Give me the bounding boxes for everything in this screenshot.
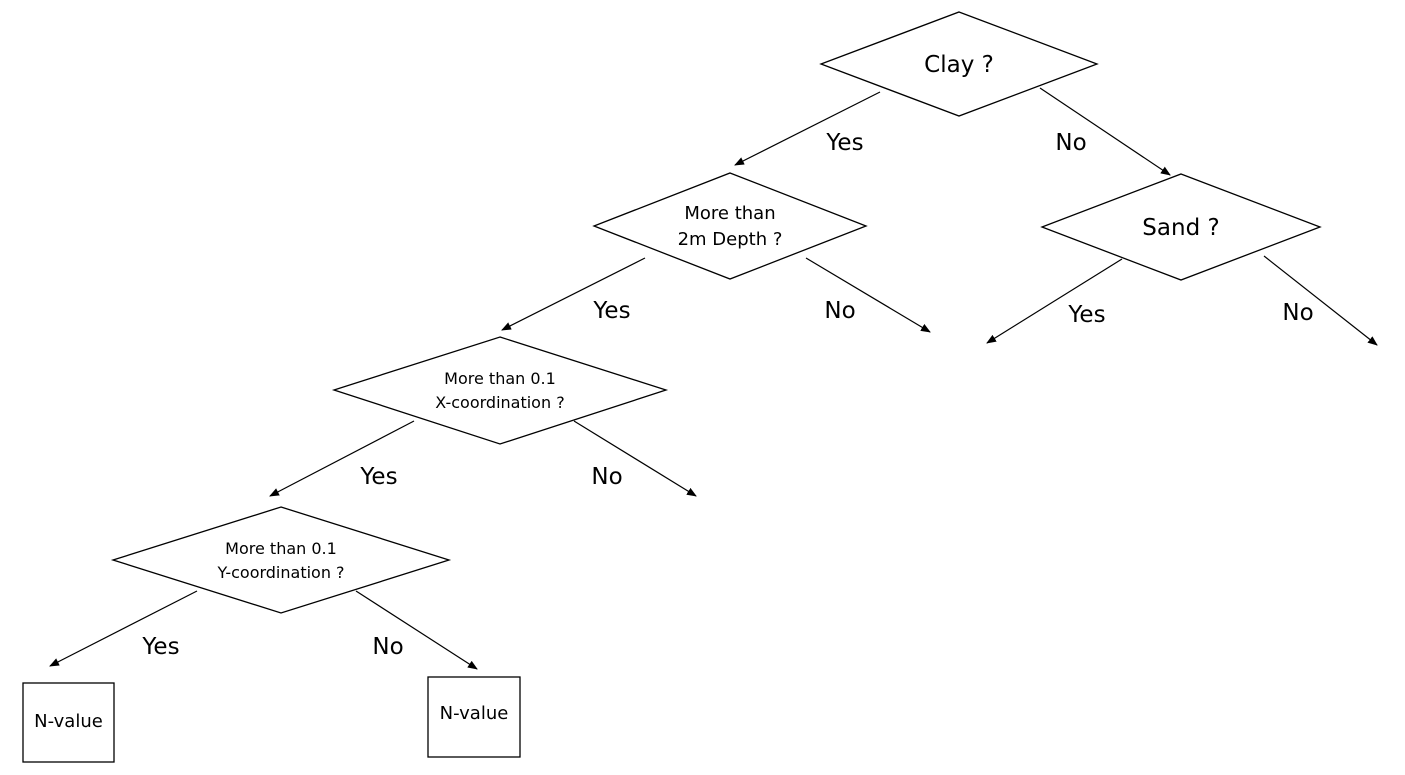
edge-depth-yes-label: Yes (592, 298, 630, 324)
nvalue-left-terminal-node: N-value (22, 682, 115, 763)
depth-decision-label-line1: More than (684, 203, 775, 224)
edge-ycoord-no-label: No (372, 634, 403, 660)
ycoord-decision-label-line1: More than 0.1 (225, 539, 337, 558)
sand-decision-node: Sand ? (1040, 173, 1322, 281)
ycoord-decision-label-line2: Y-coordination ? (216, 563, 344, 582)
depth-decision-label-line2: 2m Depth ? (678, 229, 783, 250)
clay-decision-node: Clay ? (819, 11, 1099, 117)
depth-decision-node: More than 2m Depth ? (592, 172, 868, 280)
edge-clay-no-label: No (1055, 130, 1086, 156)
edge-sand-yes-label: Yes (1067, 302, 1105, 328)
edge-xcoord-no-label: No (591, 464, 622, 490)
edge-clay-yes-arrow (734, 91, 881, 166)
clay-decision-label: Clay ? (924, 52, 994, 78)
nvalue-right-label: N-value (440, 703, 509, 724)
nvalue-left-label: N-value (34, 711, 103, 732)
sand-decision-label: Sand ? (1142, 215, 1219, 241)
edge-clay-no-arrow (1039, 87, 1171, 176)
edge-xcoord-no-arrow (573, 420, 697, 497)
edge-ycoord-yes-arrow (49, 590, 198, 667)
ycoord-decision-node: More than 0.1 Y-coordination ? (110, 506, 452, 614)
edge-depth-yes-arrow (501, 257, 646, 331)
xcoord-decision-label-line2: X-coordination ? (435, 393, 564, 412)
edge-depth-no-label: No (824, 298, 855, 324)
edge-xcoord-yes-arrow (269, 420, 415, 497)
xcoord-decision-node: More than 0.1 X-coordination ? (331, 336, 669, 445)
nvalue-right-terminal-node: N-value (427, 676, 521, 758)
xcoord-decision-label-line1: More than 0.1 (444, 369, 556, 388)
edge-depth-no-arrow (805, 257, 931, 333)
edge-sand-no-label: No (1282, 300, 1313, 326)
edge-clay-yes-label: Yes (825, 130, 863, 156)
edge-sand-no-arrow (1263, 255, 1378, 346)
edge-xcoord-yes-label: Yes (359, 464, 397, 490)
edge-sand-yes-arrow (986, 258, 1123, 344)
edge-ycoord-no-arrow (355, 590, 478, 670)
edge-ycoord-yes-label: Yes (141, 634, 179, 660)
